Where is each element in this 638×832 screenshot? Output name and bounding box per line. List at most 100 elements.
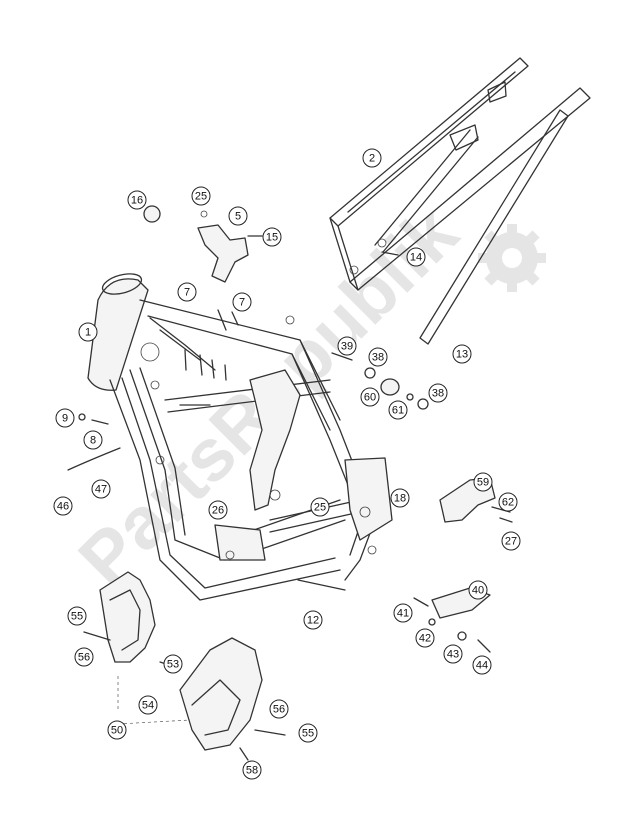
callout-label: 60 bbox=[364, 392, 376, 404]
callout-circle bbox=[262, 227, 282, 247]
callout-25: 25 bbox=[191, 186, 211, 206]
callout-label: 18 bbox=[394, 493, 406, 505]
frame-guard-left bbox=[99, 571, 156, 663]
callout-label: 7 bbox=[239, 297, 245, 309]
callout-circle bbox=[388, 400, 408, 420]
callout-label: 14 bbox=[410, 252, 422, 264]
callout-circle bbox=[368, 347, 388, 367]
callout-label: 56 bbox=[273, 704, 285, 716]
callout-25: 25 bbox=[310, 497, 330, 517]
callout-5: 5 bbox=[228, 206, 248, 226]
callout-label: 9 bbox=[62, 413, 68, 425]
callout-label: 1 bbox=[85, 327, 91, 339]
callout-circle bbox=[177, 282, 197, 302]
rear-subframe bbox=[329, 57, 591, 345]
callout-53: 53 bbox=[163, 654, 183, 674]
callout-label: 62 bbox=[502, 497, 514, 509]
callout-label: 5 bbox=[235, 211, 241, 223]
callout-circle bbox=[498, 492, 518, 512]
callout-label: 56 bbox=[78, 652, 90, 664]
callout-label: 61 bbox=[392, 405, 404, 417]
callout-circle bbox=[390, 488, 410, 508]
callout-label: 50 bbox=[111, 725, 123, 737]
callout-42: 42 bbox=[415, 628, 435, 648]
callout-40: 40 bbox=[468, 580, 488, 600]
callout-label: 2 bbox=[369, 153, 375, 165]
callout-label: 25 bbox=[195, 191, 207, 203]
callout-circle bbox=[428, 383, 448, 403]
callout-18: 18 bbox=[390, 488, 410, 508]
callout-15: 15 bbox=[262, 227, 282, 247]
callout-38: 38 bbox=[428, 383, 448, 403]
callout-circle bbox=[107, 720, 127, 740]
callout-61: 61 bbox=[388, 400, 408, 420]
callout-circle bbox=[163, 654, 183, 674]
callout-circle bbox=[191, 186, 211, 206]
callout-59: 59 bbox=[473, 472, 493, 492]
callout-55: 55 bbox=[67, 606, 87, 626]
callout-circle bbox=[452, 344, 472, 364]
callout-circle bbox=[138, 695, 158, 715]
callout-circle bbox=[443, 644, 463, 664]
callout-label: 47 bbox=[95, 484, 107, 496]
callout-56: 56 bbox=[74, 647, 94, 667]
callout-label: 26 bbox=[212, 505, 224, 517]
callout-1: 1 bbox=[78, 322, 98, 342]
callout-38: 38 bbox=[368, 347, 388, 367]
callout-layer: 1257789121314151618252526273838394041424… bbox=[53, 148, 521, 780]
callout-circle bbox=[406, 247, 426, 267]
callout-44: 44 bbox=[472, 655, 492, 675]
callout-circle bbox=[242, 760, 262, 780]
callout-label: 16 bbox=[131, 195, 143, 207]
callout-27: 27 bbox=[501, 531, 521, 551]
callout-label: 38 bbox=[372, 352, 384, 364]
callout-label: 55 bbox=[71, 611, 83, 623]
callout-circle bbox=[74, 647, 94, 667]
callout-circle bbox=[473, 472, 493, 492]
callout-circle bbox=[53, 496, 73, 516]
callout-label: 25 bbox=[314, 502, 326, 514]
callout-label: 12 bbox=[307, 615, 319, 627]
callout-circle bbox=[362, 148, 382, 168]
callout-43: 43 bbox=[443, 644, 463, 664]
callout-7: 7 bbox=[232, 292, 252, 312]
callout-circle bbox=[393, 603, 413, 623]
callout-50: 50 bbox=[107, 720, 127, 740]
main-frame bbox=[87, 273, 393, 601]
callout-circle bbox=[228, 206, 248, 226]
callout-14: 14 bbox=[406, 247, 426, 267]
callout-circle bbox=[337, 336, 357, 356]
callout-39: 39 bbox=[337, 336, 357, 356]
callout-circle bbox=[415, 628, 435, 648]
callout-label: 46 bbox=[57, 501, 69, 513]
callout-47: 47 bbox=[91, 479, 111, 499]
callout-label: 15 bbox=[266, 232, 278, 244]
callout-label: 54 bbox=[142, 700, 154, 712]
callout-circle bbox=[298, 723, 318, 743]
callout-26: 26 bbox=[208, 500, 228, 520]
callout-9: 9 bbox=[55, 408, 75, 428]
callout-label: 53 bbox=[167, 659, 179, 671]
callout-circle bbox=[208, 500, 228, 520]
frame-guard-right bbox=[179, 637, 263, 751]
callout-label: 44 bbox=[476, 660, 488, 672]
callout-circle bbox=[91, 479, 111, 499]
callout-label: 59 bbox=[477, 477, 489, 489]
callout-label: 58 bbox=[246, 765, 258, 777]
callout-circle bbox=[269, 699, 289, 719]
callout-label: 43 bbox=[447, 649, 459, 661]
callout-circle bbox=[303, 610, 323, 630]
callout-label: 27 bbox=[505, 536, 517, 548]
callout-circle bbox=[55, 408, 75, 428]
callout-7: 7 bbox=[177, 282, 197, 302]
callout-46: 46 bbox=[53, 496, 73, 516]
callout-12: 12 bbox=[303, 610, 323, 630]
callout-label: 40 bbox=[472, 585, 484, 597]
callout-circle bbox=[83, 430, 103, 450]
callout-circle bbox=[78, 322, 98, 342]
callout-2: 2 bbox=[362, 148, 382, 168]
callout-16: 16 bbox=[127, 190, 147, 210]
callout-8: 8 bbox=[83, 430, 103, 450]
callout-54: 54 bbox=[138, 695, 158, 715]
